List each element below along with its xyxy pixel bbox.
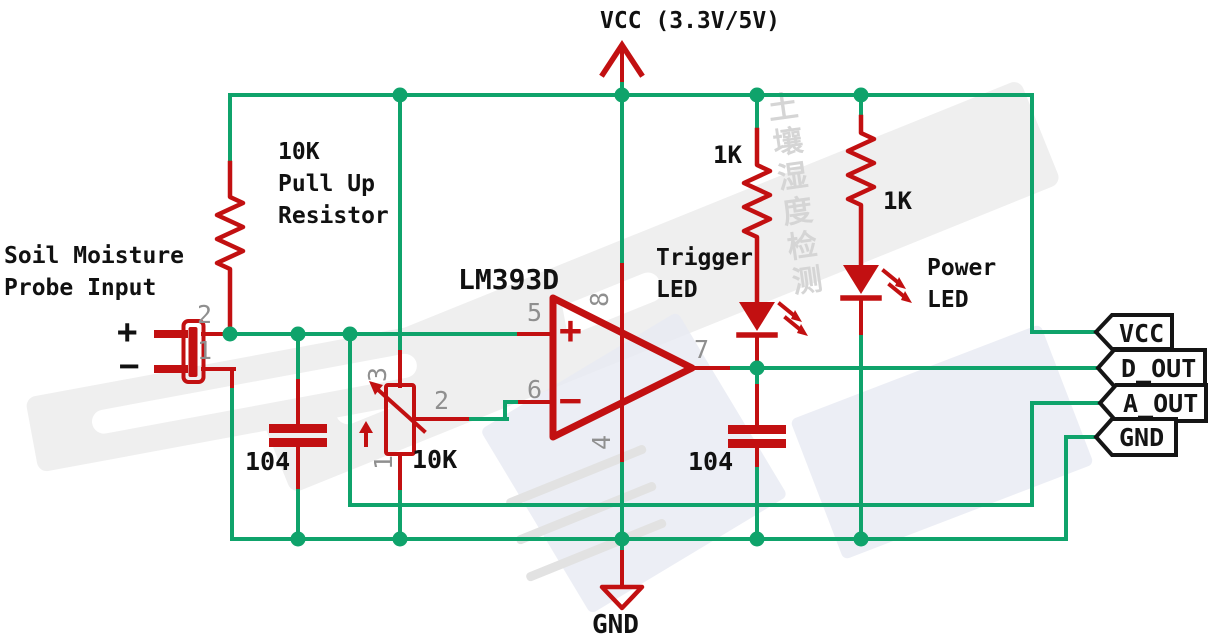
tag-dout	[1095, 348, 1207, 388]
power-resistor-value: 1K	[883, 187, 912, 215]
power-led-symbol	[843, 265, 879, 294]
cap-left-plate	[269, 424, 327, 433]
junction-dot	[749, 360, 765, 376]
probe-connector-body	[181, 319, 206, 384]
pot-adjust-arrowhead	[359, 421, 373, 433]
cap-right-plate	[728, 439, 786, 448]
resistor-trigger-1k	[741, 127, 773, 306]
probe-title-line1: Soil Moisture	[4, 243, 185, 269]
trigger-led-arrowhead	[791, 310, 802, 322]
cap-left-plate	[269, 438, 327, 447]
opamp-pin6-number: 6	[527, 375, 543, 404]
pot-wiper-arrowhead	[369, 381, 383, 395]
trigger-led-symbol	[739, 302, 775, 331]
junction-dot	[853, 87, 869, 103]
tag-gnd-label: GND	[1119, 423, 1165, 452]
opamp-pin5-number: 5	[527, 298, 543, 327]
pot-value-label: 10K	[412, 445, 458, 474]
resistor-power-1k	[845, 114, 877, 269]
power-led-arrowhead	[895, 277, 906, 289]
opamp-triangle	[549, 294, 696, 441]
junction-dot	[614, 87, 630, 103]
tag-vcc	[1093, 313, 1174, 351]
vcc-arrow-icon	[599, 39, 645, 78]
tag-gnd	[1093, 417, 1178, 457]
gnd-rail-label: GND	[592, 610, 639, 640]
probe-pin1-number: 1	[197, 336, 213, 365]
trigger-resistor-value: 1K	[713, 141, 742, 169]
opamp-minus-input: −	[559, 378, 582, 422]
probe-connector-bar	[188, 327, 198, 377]
vcc-rail-label: VCC (3.3V/5V)	[600, 8, 781, 34]
opamp-name-label: LM393D	[458, 263, 560, 296]
opamp-pin8-number: 8	[585, 291, 615, 308]
junction-dot	[342, 326, 358, 342]
pullup-label-line1: 10K	[278, 139, 320, 165]
opamp-pin7-number: 7	[694, 335, 710, 364]
trigger-led-label-line1: Trigger	[656, 245, 753, 271]
junction-dot	[392, 87, 408, 103]
pot-pin3-number: 3	[363, 366, 393, 383]
junction-dot	[222, 326, 238, 342]
opamp-pin4-number: 4	[587, 434, 617, 451]
cap-right-plate	[728, 425, 786, 434]
junction-dot	[290, 326, 306, 342]
probe-title-line2: Probe Input	[4, 275, 157, 301]
probe-pin2-number: 2	[197, 300, 213, 329]
power-led-label-line1: Power	[927, 255, 997, 281]
tag-dout-label: D_OUT	[1121, 354, 1197, 383]
tag-aout-label: A_OUT	[1123, 389, 1199, 418]
pot-wiper-line	[372, 384, 427, 434]
tag-vcc-label: VCC	[1119, 319, 1165, 348]
junction-dot	[392, 531, 408, 547]
junction-dot	[749, 87, 765, 103]
power-led-label-line2: LED	[927, 287, 969, 313]
probe-plus-sign: +	[117, 312, 138, 352]
junction-dot	[853, 531, 869, 547]
cap-right-value: 104	[688, 447, 734, 476]
resistor-pullup-10k	[214, 160, 246, 337]
pullup-label-line2: Pull Up	[278, 171, 375, 197]
power-led-arrowhead	[901, 291, 912, 303]
pullup-label-line3: Resistor	[278, 203, 389, 229]
probe-minus-sign: −	[119, 346, 140, 386]
pot-pin1-number: 1	[369, 454, 399, 471]
trigger-led-arrowhead	[797, 324, 808, 336]
cap-left-value: 104	[245, 447, 291, 476]
pot-pin2-number: 2	[434, 386, 450, 415]
junction-dot	[614, 531, 630, 547]
junction-dot	[749, 531, 765, 547]
junction-dot	[290, 531, 306, 547]
trigger-led-label-line2: LED	[656, 277, 698, 303]
gnd-arrow-icon	[599, 584, 645, 611]
opamp-plus-input: +	[559, 308, 582, 352]
